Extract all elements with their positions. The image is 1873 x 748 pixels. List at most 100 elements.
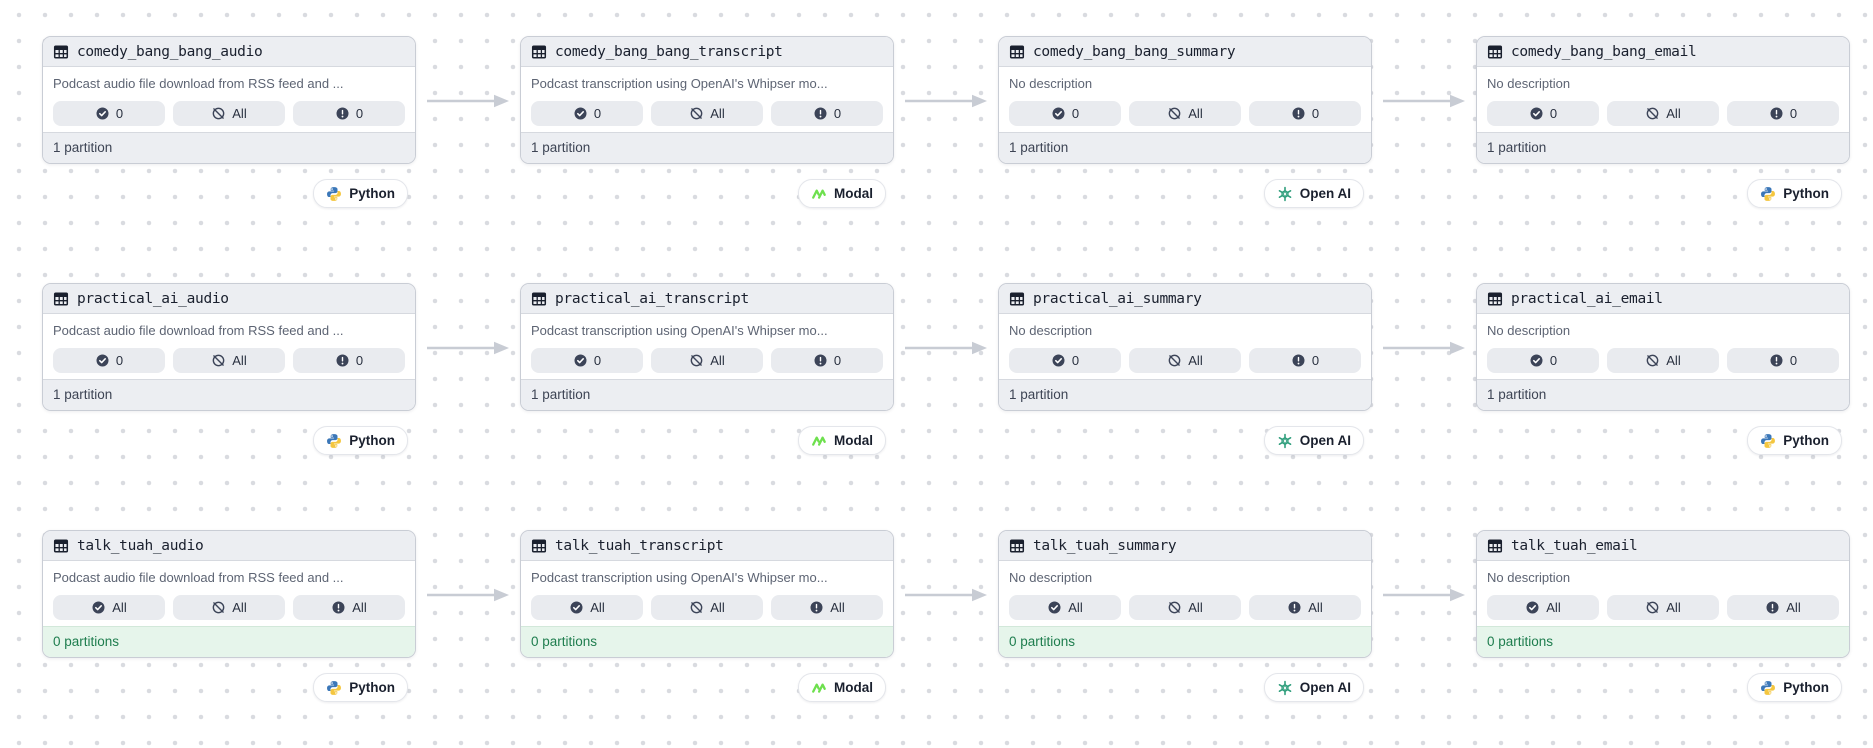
asset-node[interactable]: comedy_bang_bang_summary No description … xyxy=(998,36,1372,164)
missing-badge[interactable]: All xyxy=(173,348,285,373)
badge-value: All xyxy=(1666,353,1681,368)
failed-badge[interactable]: All xyxy=(1727,595,1839,620)
kind-tag-label: Modal xyxy=(834,186,873,201)
missing-badge[interactable]: All xyxy=(651,595,763,620)
asset-description: Podcast audio file download from RSS fee… xyxy=(53,323,344,338)
kind-tag-python[interactable]: Python xyxy=(313,673,408,702)
asset-node[interactable]: talk_tuah_audio Podcast audio file downl… xyxy=(42,530,416,658)
partition-count-footer: 1 partition xyxy=(1477,132,1849,163)
materialized-badge[interactable]: All xyxy=(531,595,643,620)
badge-value: All xyxy=(830,600,845,615)
lineage-arrow xyxy=(1382,588,1466,602)
python-icon xyxy=(326,680,342,696)
kind-tag-label: Python xyxy=(1783,680,1829,695)
asset-node[interactable]: practical_ai_summary No description 0 Al… xyxy=(998,283,1372,411)
kind-tag-openai[interactable]: Open AI xyxy=(1263,426,1364,455)
kind-tag-modal[interactable]: Modal xyxy=(798,426,886,455)
kind-tag-openai[interactable]: Open AI xyxy=(1263,673,1364,702)
asset-node-header: comedy_bang_bang_summary xyxy=(999,37,1371,67)
asset-node[interactable]: talk_tuah_transcript Podcast transcripti… xyxy=(520,530,894,658)
kind-tag-python[interactable]: Python xyxy=(1747,426,1842,455)
missing-badge[interactable]: All xyxy=(173,595,285,620)
badge-value: All xyxy=(710,106,725,121)
asset-node-body: No description All All All xyxy=(1477,561,1849,626)
partition-status-badges: 0 All 0 xyxy=(531,348,883,373)
missing-badge[interactable]: All xyxy=(651,348,763,373)
kind-tag-python[interactable]: Python xyxy=(313,179,408,208)
materialized-badge[interactable]: 0 xyxy=(1009,348,1121,373)
failed-badge[interactable]: 0 xyxy=(771,348,883,373)
kind-tag-python[interactable]: Python xyxy=(1747,179,1842,208)
failed-badge[interactable]: 0 xyxy=(771,101,883,126)
exclamation-circle-icon xyxy=(1769,106,1784,121)
failed-badge[interactable]: All xyxy=(293,595,405,620)
partition-count-footer: 1 partition xyxy=(521,132,893,163)
missing-badge[interactable]: All xyxy=(1607,101,1719,126)
asset-node[interactable]: practical_ai_audio Podcast audio file do… xyxy=(42,283,416,411)
materialized-badge[interactable]: 0 xyxy=(1009,101,1121,126)
asset-name: talk_tuah_transcript xyxy=(555,537,724,554)
missing-badge[interactable]: All xyxy=(651,101,763,126)
materialized-badge[interactable]: 0 xyxy=(53,348,165,373)
missing-badge[interactable]: All xyxy=(1607,595,1719,620)
kind-tag-python[interactable]: Python xyxy=(313,426,408,455)
lineage-arrow xyxy=(904,341,988,355)
asset-name: talk_tuah_summary xyxy=(1033,537,1177,554)
lineage-arrow xyxy=(1382,94,1466,108)
failed-badge[interactable]: All xyxy=(1249,595,1361,620)
missing-badge[interactable]: All xyxy=(1607,348,1719,373)
python-icon xyxy=(326,433,342,449)
partition-count-footer: 0 partitions xyxy=(1477,626,1849,657)
kind-tag-modal[interactable]: Modal xyxy=(798,179,886,208)
asset-node[interactable]: talk_tuah_email No description All All A… xyxy=(1476,530,1850,658)
failed-badge[interactable]: 0 xyxy=(1727,348,1839,373)
badge-value: All xyxy=(1188,600,1203,615)
materialized-badge[interactable]: 0 xyxy=(531,348,643,373)
lineage-arrow xyxy=(1382,341,1466,355)
failed-badge[interactable]: All xyxy=(771,595,883,620)
materialized-badge[interactable]: 0 xyxy=(1487,348,1599,373)
kind-tag-openai[interactable]: Open AI xyxy=(1263,179,1364,208)
asset-node[interactable]: comedy_bang_bang_transcript Podcast tran… xyxy=(520,36,894,164)
missing-badge[interactable]: All xyxy=(173,101,285,126)
slash-circle-icon xyxy=(1167,353,1182,368)
partition-count-footer: 1 partition xyxy=(1477,379,1849,410)
partition-count-footer: 1 partition xyxy=(43,132,415,163)
materialized-badge[interactable]: All xyxy=(1009,595,1121,620)
failed-badge[interactable]: 0 xyxy=(293,348,405,373)
missing-badge[interactable]: All xyxy=(1129,101,1241,126)
kind-tag-label: Python xyxy=(349,680,395,695)
slash-circle-icon xyxy=(1167,106,1182,121)
missing-badge[interactable]: All xyxy=(1129,348,1241,373)
asset-node-header: talk_tuah_transcript xyxy=(521,531,893,561)
missing-badge[interactable]: All xyxy=(1129,595,1241,620)
failed-badge[interactable]: 0 xyxy=(293,101,405,126)
table-icon xyxy=(1487,291,1503,307)
badge-value: 0 xyxy=(1071,353,1080,368)
badge-value: 0 xyxy=(1311,106,1320,121)
materialized-badge[interactable]: 0 xyxy=(53,101,165,126)
partition-count-footer: 1 partition xyxy=(999,132,1371,163)
asset-node[interactable]: practical_ai_email No description 0 All … xyxy=(1476,283,1850,411)
asset-node[interactable]: comedy_bang_bang_audio Podcast audio fil… xyxy=(42,36,416,164)
badge-value: All xyxy=(232,106,247,121)
materialized-badge[interactable]: All xyxy=(53,595,165,620)
asset-description: Podcast transcription using OpenAI's Whi… xyxy=(531,76,828,91)
asset-node[interactable]: practical_ai_transcript Podcast transcri… xyxy=(520,283,894,411)
badge-value: 0 xyxy=(1071,106,1080,121)
table-icon xyxy=(1009,44,1025,60)
asset-node[interactable]: talk_tuah_summary No description All All… xyxy=(998,530,1372,658)
failed-badge[interactable]: 0 xyxy=(1249,101,1361,126)
materialized-badge[interactable]: 0 xyxy=(531,101,643,126)
failed-badge[interactable]: 0 xyxy=(1249,348,1361,373)
materialized-badge[interactable]: All xyxy=(1487,595,1599,620)
asset-node-header: talk_tuah_email xyxy=(1477,531,1849,561)
kind-tag-python[interactable]: Python xyxy=(1747,673,1842,702)
asset-node-body: Podcast audio file download from RSS fee… xyxy=(43,314,415,379)
materialized-badge[interactable]: 0 xyxy=(1487,101,1599,126)
lineage-arrow xyxy=(904,94,988,108)
failed-badge[interactable]: 0 xyxy=(1727,101,1839,126)
badge-value: 0 xyxy=(833,106,842,121)
kind-tag-modal[interactable]: Modal xyxy=(798,673,886,702)
asset-node[interactable]: comedy_bang_bang_email No description 0 … xyxy=(1476,36,1850,164)
